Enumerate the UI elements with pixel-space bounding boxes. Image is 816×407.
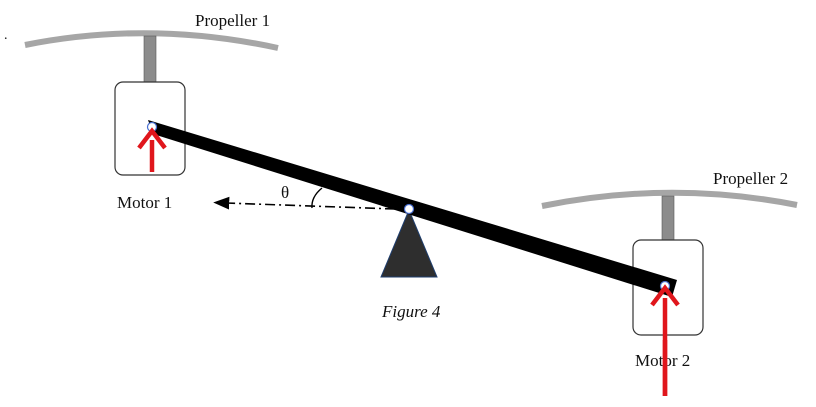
pivot-dot-center — [403, 203, 415, 215]
stray-mark: . — [4, 28, 8, 43]
fulcrum-triangle — [380, 208, 438, 278]
propeller-2-label: Propeller 2 — [713, 169, 788, 188]
figure-caption: Figure 4 — [381, 302, 441, 321]
propeller-2-blade — [541, 189, 798, 209]
thrust-arrow-1 — [137, 127, 167, 172]
angle-label: θ — [281, 183, 289, 202]
thrust-arrow-2-head — [650, 284, 680, 307]
thrust-arrow-1-head — [137, 127, 167, 150]
propeller-1-shaft — [143, 35, 157, 83]
propeller-2-shaft — [661, 195, 675, 241]
motor-1-label: Motor 1 — [117, 193, 172, 212]
propeller-1-label: Propeller 1 — [195, 11, 270, 30]
motor-2-label: Motor 2 — [635, 351, 690, 370]
reference-line — [213, 196, 396, 210]
propeller-1-blade — [24, 30, 279, 51]
angle-arc — [311, 187, 323, 209]
